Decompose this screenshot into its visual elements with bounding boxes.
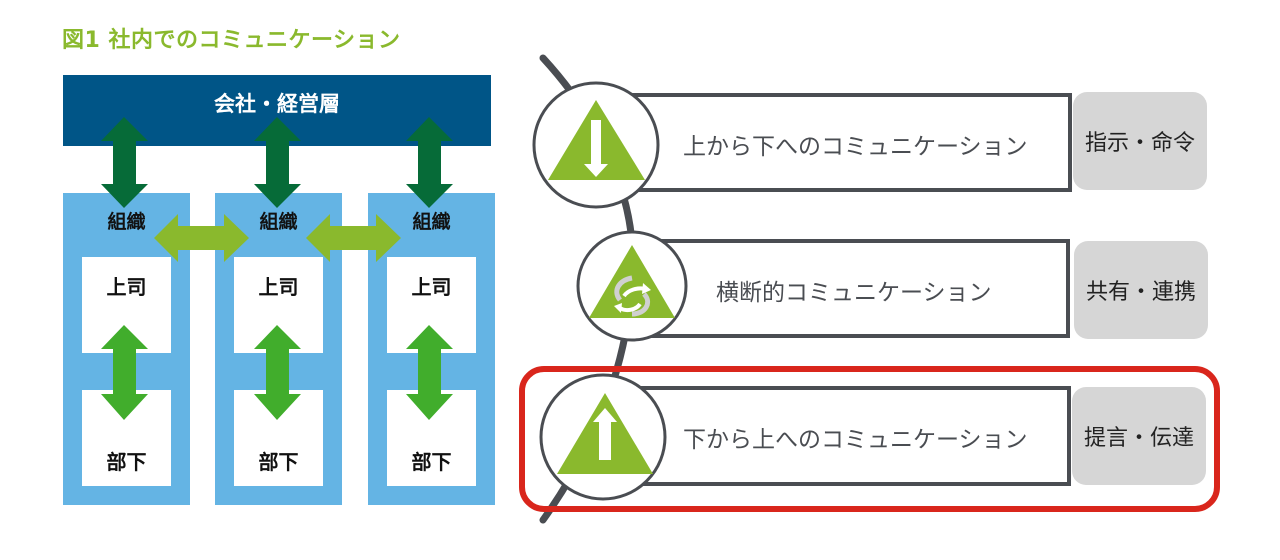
arrow-down-icon (548, 100, 645, 180)
highlight-frame (519, 366, 1220, 512)
double-arrow-vertical-icon (254, 117, 301, 208)
boss-label: 上司 (106, 275, 147, 299)
row-label-top-down: 上から下へのコミュニケーション (683, 134, 1028, 160)
row-box-top-down (594, 93, 1072, 192)
tag-proposal: 提言・伝達 (1072, 387, 1206, 485)
double-arrow-horizontal-icon (154, 214, 249, 262)
row-box-bottom-up (601, 386, 1071, 486)
double-arrow-vertical-icon (101, 117, 148, 208)
organization-label: 組織 (259, 211, 298, 233)
row-label-bottom-up: 下から上へのコミュニケーション (683, 427, 1028, 453)
subordinate-label: 部下 (411, 450, 452, 474)
company-management-label: 会社・経営層 (214, 92, 340, 116)
double-arrow-horizontal-icon (306, 214, 401, 262)
tag-instruction: 指示・命令 (1073, 92, 1207, 190)
subordinate-label: 部下 (106, 450, 147, 474)
subordinate-label: 部下 (258, 450, 299, 474)
boss-box: 上司 (387, 257, 476, 353)
row-box-cross (628, 239, 1070, 338)
double-arrow-vertical-icon (406, 325, 453, 420)
tag-label: 共有・連携 (1085, 280, 1196, 305)
arrow-up-icon (557, 393, 653, 474)
tag-label: 提言・伝達 (1083, 426, 1194, 451)
cycle-arrows-icon (589, 245, 675, 318)
boss-label: 上司 (258, 275, 299, 299)
organization-label: 組織 (107, 211, 146, 233)
figure-title: 図1 社内でのコミュニケーション (62, 28, 401, 53)
tag-sharing: 共有・連携 (1074, 241, 1208, 339)
organization-label: 組織 (412, 211, 451, 233)
tag-label: 指示・命令 (1084, 131, 1195, 156)
double-arrow-vertical-icon (406, 117, 453, 208)
boss-label: 上司 (411, 275, 452, 299)
double-arrow-vertical-icon (254, 325, 301, 420)
row-label-cross: 横断的コミュニケーション (716, 280, 992, 306)
double-arrow-vertical-icon (101, 325, 148, 420)
